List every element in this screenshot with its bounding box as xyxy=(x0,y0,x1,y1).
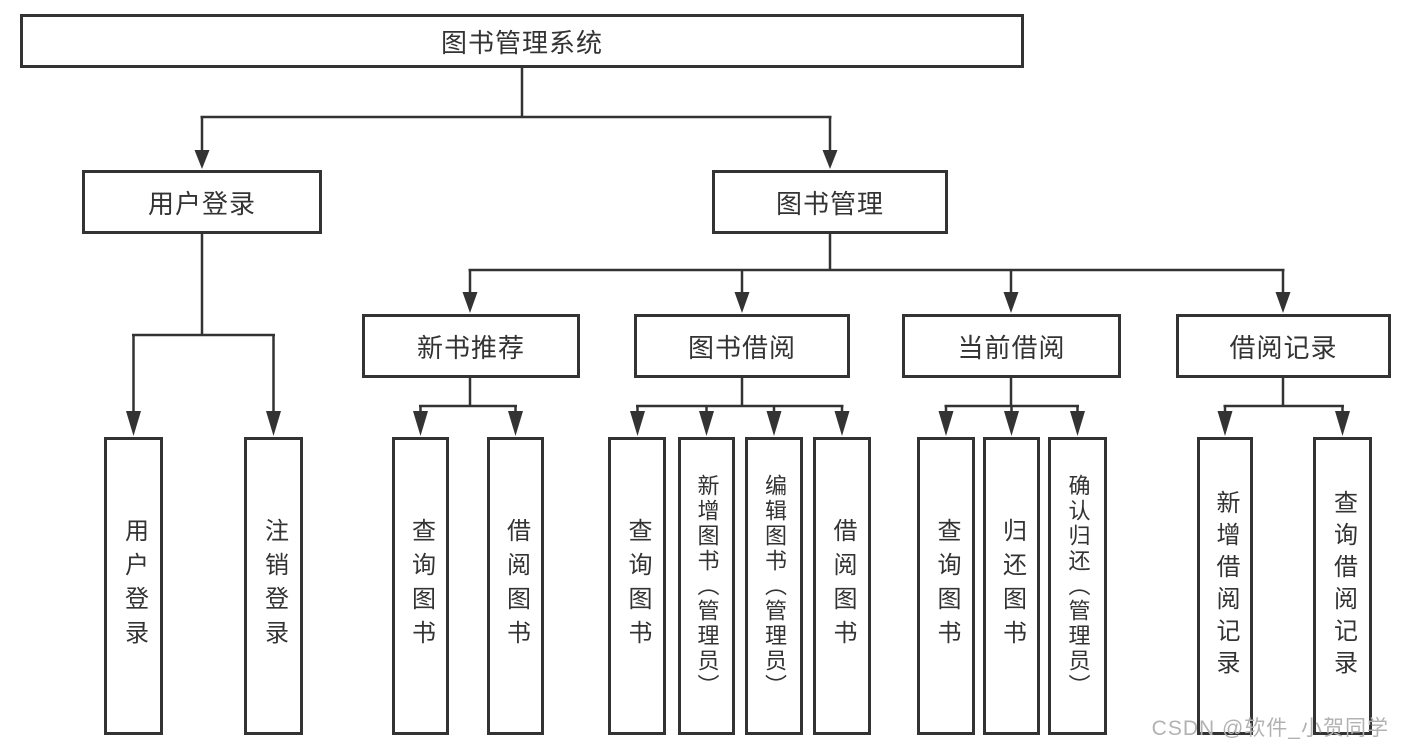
connector-user-login xyxy=(126,232,281,436)
connector-current-borrow xyxy=(938,377,1085,436)
node-label: 查询图书 xyxy=(624,518,651,654)
leaf-current-confirm-return-admin: 确认归还（管理员） xyxy=(1048,437,1107,735)
node-label: 归还图书 xyxy=(998,518,1026,654)
leaf-records-query-record: 查询借阅记录 xyxy=(1313,437,1372,735)
leaf-borrow-add-book-admin: 新增图书（管理员） xyxy=(678,437,735,735)
leaf-borrow-borrow-book: 借阅图书 xyxy=(813,437,871,735)
leaf-recommend-borrow-book: 借阅图书 xyxy=(487,437,544,735)
node-book-management: 图书管理 xyxy=(712,170,948,234)
node-label: 当前借阅 xyxy=(957,332,1066,363)
leaf-records-add-record: 新增借阅记录 xyxy=(1197,437,1253,735)
leaf-recommend-query-book: 查询图书 xyxy=(392,437,449,735)
node-label: 借阅图书 xyxy=(829,518,856,654)
node-label: 注销登录 xyxy=(260,518,288,654)
node-label: 编辑图书（管理员） xyxy=(762,473,787,699)
node-label: 查询图书 xyxy=(933,518,960,654)
node-label: 借阅记录 xyxy=(1229,332,1338,363)
leaf-current-return-book: 归还图书 xyxy=(983,437,1040,735)
node-current-borrow: 当前借阅 xyxy=(902,314,1121,378)
connector-book-management xyxy=(462,232,1291,313)
node-label: 图书管理系统 xyxy=(440,27,603,58)
connector-borrow-records xyxy=(1217,377,1350,436)
leaf-borrow-query-book: 查询图书 xyxy=(608,437,666,735)
node-new-book-recommend: 新书推荐 xyxy=(362,314,580,378)
node-label: 新增图书（管理员） xyxy=(694,473,720,699)
node-root: 图书管理系统 xyxy=(20,14,1024,68)
node-label: 查询图书 xyxy=(407,518,435,654)
connector-root xyxy=(194,67,838,169)
node-label: 借阅图书 xyxy=(502,518,530,654)
node-label: 用户登录 xyxy=(147,188,256,219)
node-borrow-records: 借阅记录 xyxy=(1176,314,1391,378)
leaf-borrow-edit-book-admin: 编辑图书（管理员） xyxy=(745,437,803,735)
connector-new-book-recommend xyxy=(413,377,523,436)
node-book-borrow: 图书借阅 xyxy=(634,314,850,378)
connector-book-borrow xyxy=(630,377,850,436)
node-label: 用户登录 xyxy=(120,518,148,654)
node-label: 新书推荐 xyxy=(416,332,525,363)
node-label: 新增借阅记录 xyxy=(1212,490,1239,682)
leaf-current-query-book: 查询图书 xyxy=(917,437,975,735)
node-label: 查询借阅记录 xyxy=(1329,490,1357,682)
leaf-logout: 注销登录 xyxy=(244,437,303,735)
leaf-user-login: 用户登录 xyxy=(104,437,163,735)
csdn-watermark: CSDN @软件_小贺同学 xyxy=(1151,717,1389,740)
node-label: 图书管理 xyxy=(775,188,884,219)
node-label: 图书借阅 xyxy=(687,332,796,363)
node-label: 确认归还（管理员） xyxy=(1065,473,1091,699)
node-user-login: 用户登录 xyxy=(82,170,322,234)
